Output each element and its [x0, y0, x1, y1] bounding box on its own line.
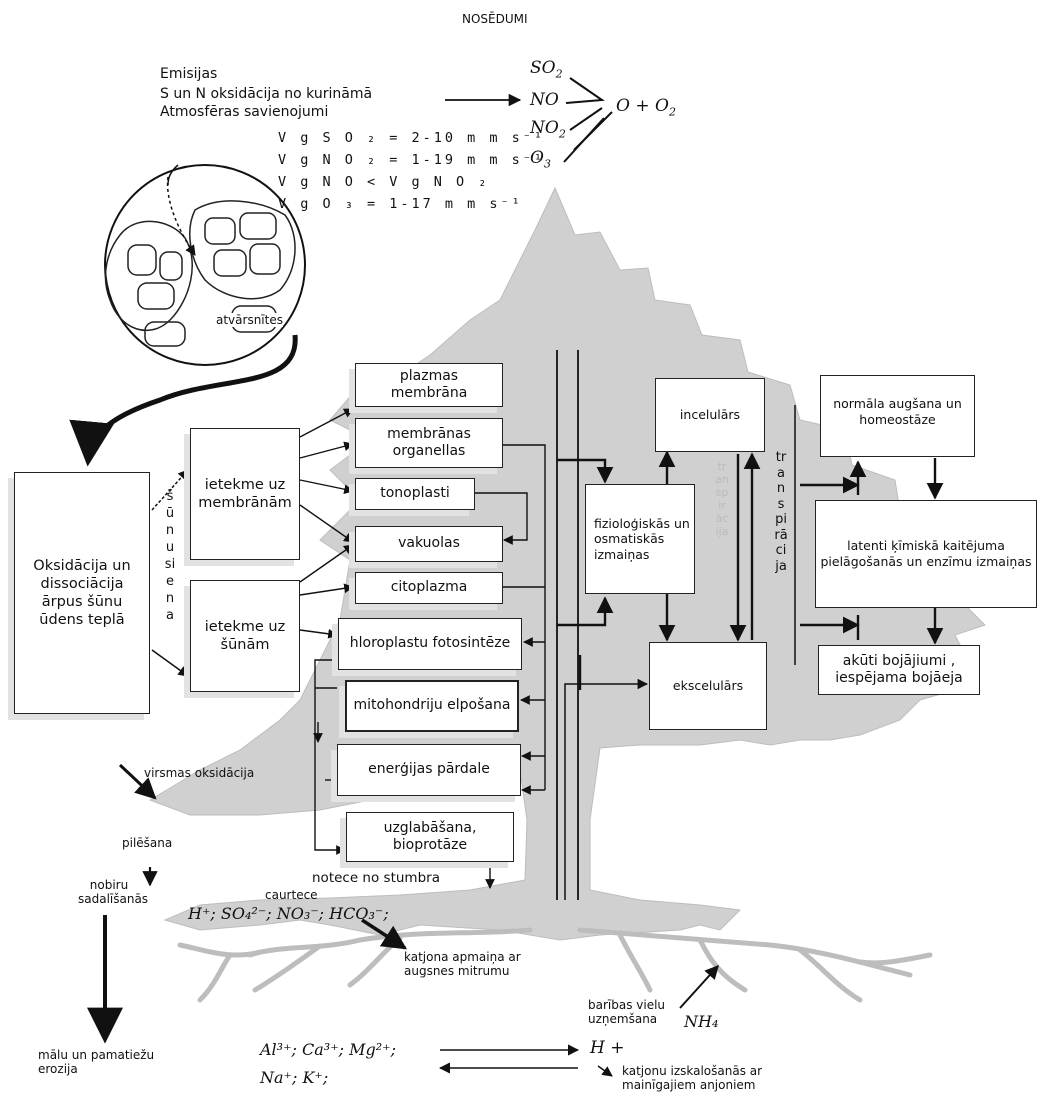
- chloroplast-photosynthesis-box: hloroplastu fotosintēze: [338, 618, 522, 670]
- ions-top: H⁺; SO₄²⁻; NO₃⁻; HCO₃⁻;: [188, 904, 389, 923]
- litter-decomposition-label: nobiru sadalīšanās: [78, 878, 149, 907]
- latent-damage-box: latenti ķīmiskā kaitējuma pielāgošanās u…: [815, 500, 1037, 608]
- extracellular-box: ekscelulārs: [649, 642, 767, 730]
- emissions-fuel-oxidation: S un N oksidācija no kurināmā: [160, 86, 373, 102]
- cytoplasm-box: citoplazma: [355, 572, 503, 604]
- cell-wall-label: šūnu siena: [164, 489, 176, 623]
- gas-no2: NO2: [530, 118, 566, 141]
- normal-growth-box: normāla augšana un homeostāze: [820, 375, 975, 457]
- storage-box: uzglabāšana, bioprotāze: [346, 812, 514, 862]
- transpiration-label-inner: transpirācija: [715, 460, 729, 538]
- acute-damage-box: akūti bojājiumi , iespējama bojāeja: [818, 645, 980, 695]
- cation-leaching-label: katjonu izskalošanās ar mainīgajiem anjo…: [622, 1064, 763, 1093]
- ammonium-label: NH₄: [684, 1012, 719, 1031]
- velocity-no-comparison: V g N O < V g N O ₂: [278, 174, 490, 190]
- emissions-atmospheric-compounds: Atmosfēras savienojumi: [160, 104, 329, 120]
- oxidation-box: Oksidācija un dissociācija ārpus šūnu ūd…: [14, 472, 150, 714]
- effect-on-cells-box: ietekme uz šūnām: [190, 580, 300, 692]
- intracellular-box: incelulārs: [655, 378, 765, 452]
- plasma-membrane-box: plazmas membrāna: [355, 363, 503, 407]
- erosion-label: mālu un pamatiežu erozija: [38, 1048, 155, 1077]
- oxygen-products: O + O2: [616, 96, 676, 119]
- stem-flow-label: notece no stumbra: [312, 870, 440, 886]
- dripping-label: pilēšana: [122, 836, 173, 850]
- membrane-organelles-box: membrānas organellas: [355, 418, 503, 468]
- ions-bottom-line2: Na⁺; K⁺;: [260, 1068, 329, 1087]
- energy-redistribution-box: enerģijas pārdale: [337, 744, 521, 796]
- velocity-o3: V g O ₃ = 1-17 m m s⁻¹: [278, 196, 523, 212]
- throughflow-label: caurtece: [265, 888, 318, 902]
- gas-o3: O3: [530, 148, 551, 171]
- tonoplast-box: tonoplasti: [355, 478, 475, 510]
- nutrient-uptake-label: barības vielu uzņemšana: [588, 998, 666, 1027]
- gas-no: NO: [530, 90, 559, 110]
- cation-exchange-label: katjona apmaiņa ar augsnes mitrumu: [404, 950, 521, 979]
- stomata-label: atvārsnītes: [216, 313, 283, 328]
- physiological-changes-box: fizioloģiskās un osmatiskās izmaiņas: [585, 484, 695, 594]
- stomata-circle: [104, 164, 306, 366]
- diagram-title: NOSĒDUMI: [462, 12, 528, 26]
- gas-so2: SO2: [530, 58, 563, 81]
- hydrogen-label: H +: [590, 1038, 625, 1058]
- stomata-to-oxidation-arrow: [69, 334, 298, 467]
- ions-bottom-line1: Al³⁺; Ca³⁺; Mg²⁺;: [260, 1040, 396, 1059]
- root-system: [177, 927, 933, 1003]
- surface-oxidation-label: virsmas oksidācija: [144, 766, 255, 780]
- effect-on-membranes-box: ietekme uz membrānām: [190, 428, 300, 560]
- vacuoles-box: vakuolas: [355, 526, 503, 562]
- transpiration-label-outer: transpirācija: [774, 450, 788, 574]
- velocity-so2: V g S O ₂ = 2-10 m m s⁻¹: [278, 130, 546, 146]
- velocity-no2: V g N O ₂ = 1-19 m m s⁻¹: [278, 152, 546, 168]
- emissions-label: Emisijas: [160, 66, 218, 82]
- mitochondria-respiration-box: mitohondriju elpošana: [345, 680, 519, 732]
